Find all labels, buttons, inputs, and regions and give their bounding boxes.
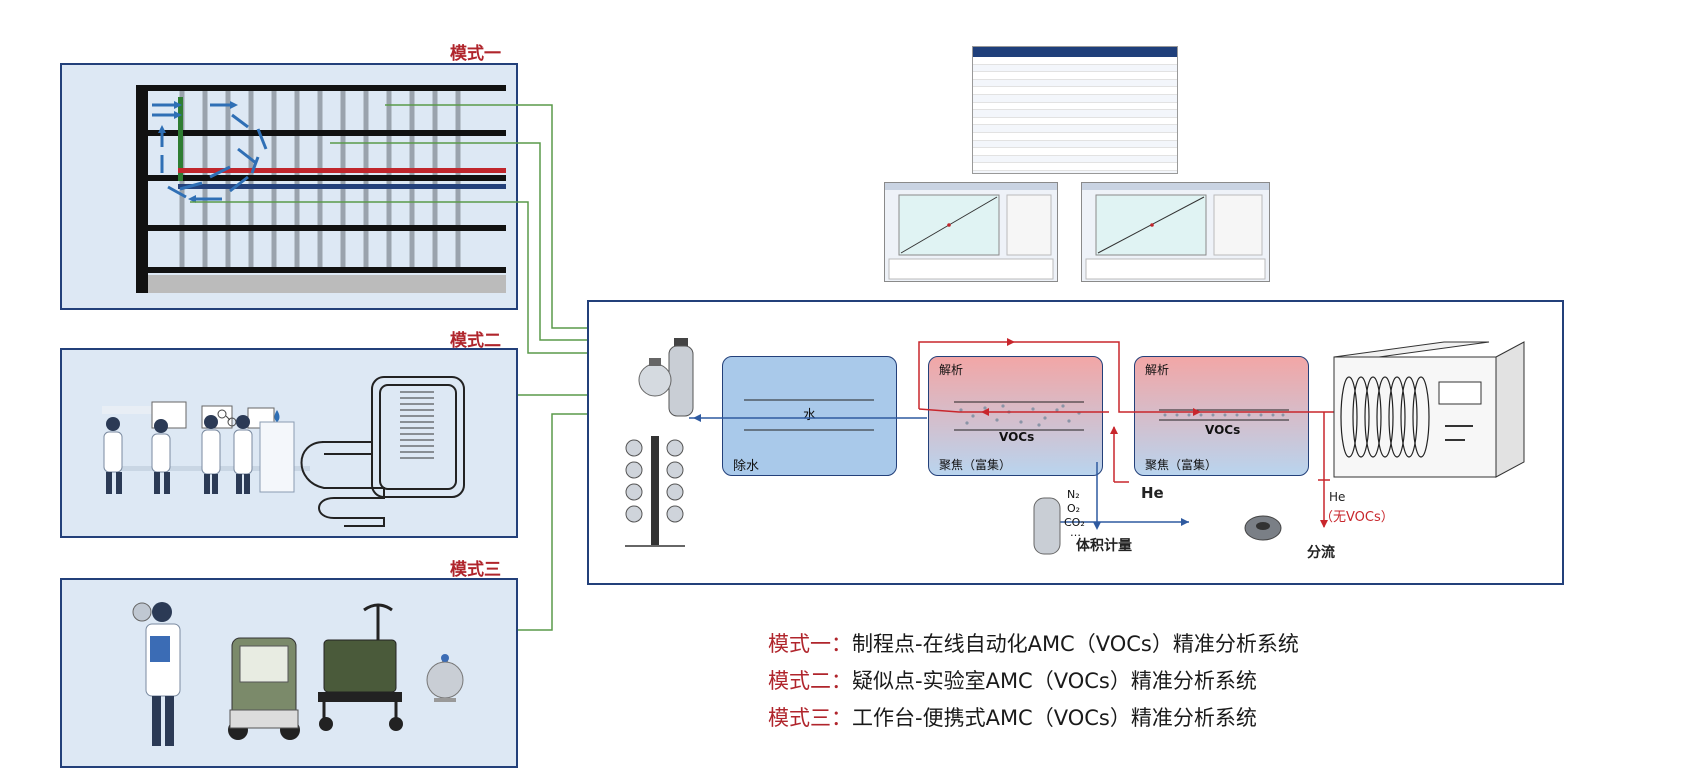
mode-3-title: 模式三 — [450, 560, 501, 580]
legend-value-1: 制程点-在线自动化AMC（VOCs）精准分析系统 — [852, 632, 1299, 656]
desorb-label-2: 解析 — [1145, 363, 1170, 377]
mode-1-panel — [60, 63, 518, 310]
calibration-screenshot-2 — [1081, 182, 1270, 282]
legend-mode-3: 模式三：工作台-便携式AMC（VOCs）精准分析系统 — [768, 702, 1257, 732]
detection-limit-table — [972, 46, 1178, 174]
split-note-label: （无VOCs） — [1320, 510, 1394, 525]
water-label: 水 — [803, 408, 817, 423]
lab-illustration — [102, 376, 465, 527]
gas-n2: N₂ — [1067, 488, 1080, 501]
mode-2-panel — [60, 348, 518, 538]
split-gas-label: He — [1329, 490, 1346, 504]
dewater-label: 除水 — [733, 459, 760, 474]
legend-value-2: 疑似点-实验室AMC（VOCs）精准分析系统 — [852, 669, 1257, 693]
calibration-screenshot-1 — [884, 182, 1058, 282]
vocs-label-1: VOCs — [999, 430, 1035, 444]
portable-illustration — [132, 602, 464, 746]
legend-key-3: 模式三： — [768, 706, 852, 730]
gas-ellipsis: … — [1070, 526, 1081, 539]
legend-key-1: 模式一： — [768, 632, 852, 656]
focus-label-2: 聚焦（富集） — [1145, 458, 1218, 472]
desorb-label-1: 解析 — [939, 363, 964, 377]
he-inlet-label: He — [1141, 484, 1164, 502]
focus-chamber-2: 解析 VOCs 聚焦（富集） — [1134, 356, 1309, 476]
vocs-label-2: VOCs — [1205, 423, 1241, 437]
gas-co2: CO₂ — [1064, 516, 1085, 529]
legend-key-2: 模式二： — [768, 669, 852, 693]
legend-mode-1: 模式一：制程点-在线自动化AMC（VOCs）精准分析系统 — [768, 628, 1299, 658]
mode-3-panel — [60, 578, 518, 768]
dewater-chamber: 水 除水 — [722, 356, 897, 476]
focus-label-1: 聚焦（富集） — [939, 458, 1012, 472]
mode-1-title: 模式一 — [450, 44, 501, 64]
focus-chamber-1: 解析 VOCs 聚焦（富集） — [928, 356, 1103, 476]
fab-illustration — [136, 85, 506, 293]
gas-o2: O₂ — [1067, 502, 1081, 515]
mode-2-title: 模式二 — [450, 331, 501, 351]
analysis-system-diagram: 水 除水 解析 VOCs 聚焦（富集） 解析 VOCs 聚焦（富集） — [587, 300, 1564, 585]
volume-meter-label: 体积计量 — [1076, 538, 1132, 554]
legend-value-3: 工作台-便携式AMC（VOCs）精准分析系统 — [852, 706, 1257, 730]
split-label: 分流 — [1307, 545, 1335, 561]
legend-mode-2: 模式二：疑似点-实验室AMC（VOCs）精准分析系统 — [768, 665, 1257, 695]
flow-diagram — [625, 338, 1525, 555]
